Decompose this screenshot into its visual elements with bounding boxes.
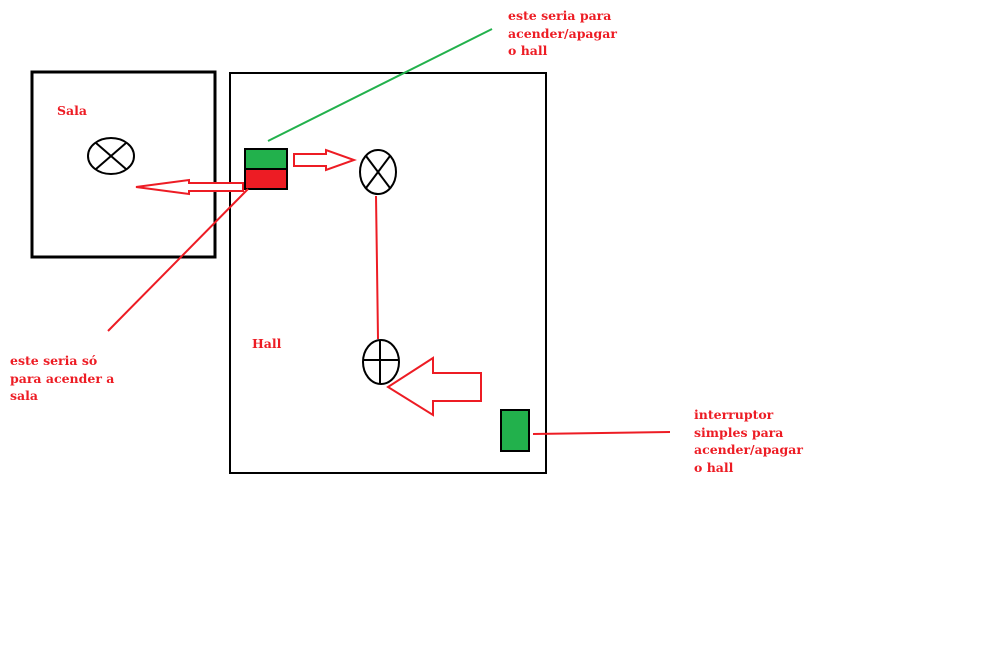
arrow-to-hall-lamp — [293, 148, 357, 172]
arrow-to-bottom-lamp — [386, 356, 482, 417]
leader-two-way-switch — [267, 28, 493, 142]
hall-label: Hall — [252, 336, 282, 351]
wire-hall-lamps — [375, 195, 379, 340]
sala-label: Sala — [57, 103, 87, 118]
hall-lamp-bottom-icon — [362, 339, 400, 385]
hall-room — [229, 72, 547, 474]
hall-lamp-top-icon — [359, 149, 397, 195]
leader-sala-switch — [107, 188, 249, 332]
single-switch-icon — [500, 409, 530, 452]
double-switch-icon — [244, 148, 288, 190]
leader-single-switch — [532, 431, 671, 435]
single-switch-note: interruptor simples para acender/apagar … — [694, 407, 803, 475]
sala-lamp-icon — [87, 137, 135, 175]
sala-switch-note: este seria só para acender a sala — [10, 353, 115, 403]
sala-room — [30, 70, 217, 259]
two-way-switch-note: este seria para acender/apagar o hall — [508, 8, 617, 58]
arrow-to-sala-lamp — [135, 178, 244, 196]
